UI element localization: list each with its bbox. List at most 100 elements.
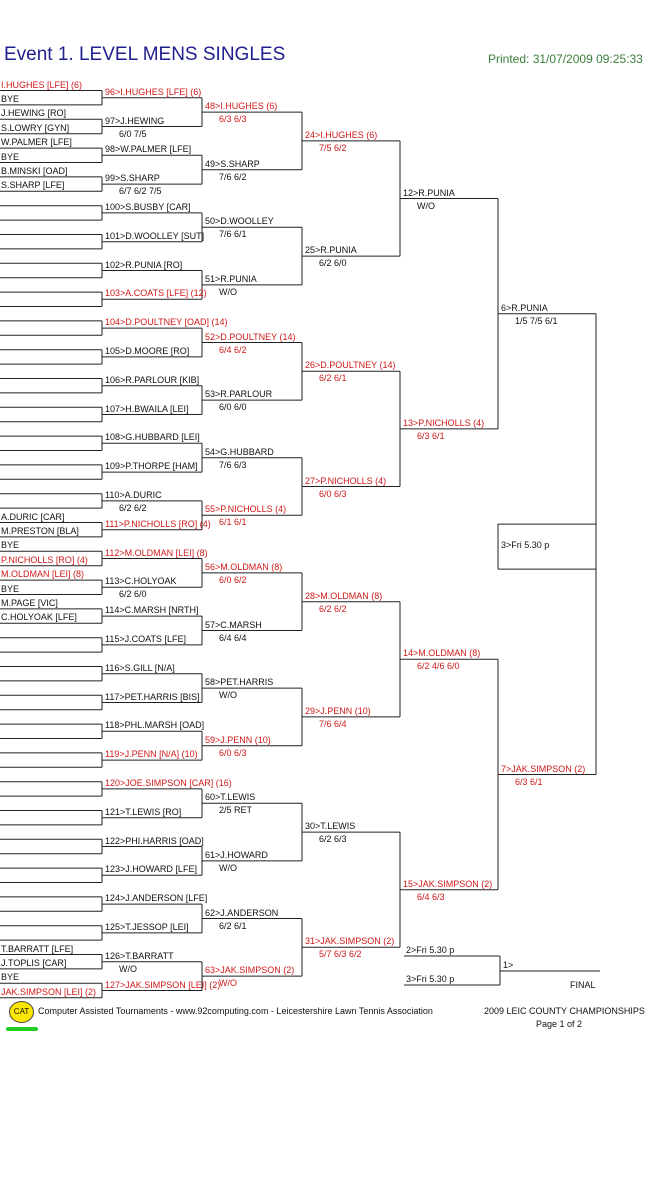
match-winner: 13>P.NICHOLLS (4) <box>403 417 485 428</box>
match-winner: 125>T.JESSOP [LEI] <box>105 921 189 932</box>
match-winner: 105>D.MOORE [RO] <box>105 345 190 356</box>
draw-entry: M.PAGE [VIC] <box>1 597 58 608</box>
draw-entry: J.HEWING [RO] <box>1 108 66 119</box>
draw-entry: BYE <box>1 93 20 104</box>
match-winner: 123>J.HOWARD [LFE] <box>105 864 197 875</box>
match-winner: 120>JOE.SIMPSON [CAR] (16) <box>105 777 232 788</box>
match-winner: 6>R.PUNIA <box>501 302 548 313</box>
match-winner: 113>C.HOLYOAK <box>105 576 177 587</box>
match-winner: 60>T.LEWIS <box>205 792 256 803</box>
match-winner: 49>S.SHARP <box>205 158 260 169</box>
match-winner: 101>D.WOOLLEY [SUT] <box>105 230 205 241</box>
match-winner: 30>T.LEWIS <box>305 821 356 832</box>
match-winner: 55>P.NICHOLLS (4) <box>205 504 287 515</box>
match-winner: 110>A.DURIC <box>105 489 162 500</box>
draw-entry: W.PALMER [LFE] <box>1 137 72 148</box>
match-winner: 26>D.POULTNEY (14) <box>305 360 396 371</box>
match-winner: 54>G.HUBBARD <box>205 446 274 457</box>
draw-entry: J.TOPLIS [CAR] <box>1 957 67 968</box>
match-score: 7/5 6/2 <box>319 142 347 153</box>
match-winner: 24>I.HUGHES (6) <box>305 129 378 140</box>
match-score: 6/2 6/1 <box>219 920 247 931</box>
match-winner: 109>P.THORPE [HAM] <box>105 461 198 472</box>
draw-entry: P.NICHOLLS [RO] (4) <box>1 554 88 565</box>
match-winner: 62>J.ANDERSON <box>205 907 279 918</box>
match-score: 6/2 6/0 <box>319 258 347 269</box>
match-score: 6/0 7/5 <box>119 128 147 139</box>
draw-entry: BYE <box>1 540 20 551</box>
match-winner: 12>R.PUNIA <box>403 187 455 198</box>
match-score: 6/2 6/2 <box>319 603 347 614</box>
match-winner: 61>J.HOWARD <box>205 849 268 860</box>
match-winner: 106>R.PARLOUR [KIB] <box>105 374 200 385</box>
draw-entry: A.DURIC [CAR] <box>1 511 65 522</box>
match-winner: 126>T.BARRATT <box>105 950 174 961</box>
match-winner: 50>D.WOOLLEY <box>205 216 274 227</box>
match-winner: 124>J.ANDERSON [LFE] <box>105 893 208 904</box>
match-winner: 98>W.PALMER [LFE] <box>105 144 192 155</box>
cat-logo-icon: CAT <box>9 1001 34 1023</box>
draw-entry: BYE <box>1 972 20 983</box>
match-score: 6/4 6/4 <box>219 632 247 643</box>
match-winner: 29>J.PENN (10) <box>305 705 371 716</box>
match-winner: 52>D.POULTNEY (14) <box>205 331 296 342</box>
match-score: 7/6 6/4 <box>319 718 347 729</box>
match-score: 6/0 6/0 <box>219 402 247 413</box>
draw-entry: JAK.SIMPSON [LEI] (2) <box>1 986 97 997</box>
match-winner: 28>M.OLDMAN (8) <box>305 590 383 601</box>
page-title: Event 1. LEVEL MENS SINGLES <box>4 44 286 65</box>
match-winner: 119>J.PENN [N/A] (10) <box>105 749 198 760</box>
match-score: W/O <box>119 963 137 974</box>
match-score: 6/4 6/2 <box>219 344 247 355</box>
match-winner: 104>D.POULTNEY [OAD] (14) <box>105 317 228 328</box>
match-winner: 116>S.GILL [N/A] <box>105 662 175 673</box>
draw-entry: BYE <box>1 583 20 594</box>
final-winner: 1> <box>503 960 514 970</box>
footer-page-number: Page 1 of 2 <box>536 1019 583 1029</box>
match-winner: 111>P.NICHOLLS [RO] (4) <box>105 518 211 529</box>
match-winner: 7>JAK.SIMPSON (2) <box>501 763 586 774</box>
match-score: 6/3 6/3 <box>219 114 247 125</box>
match-score: 6/0 6/3 <box>319 488 347 499</box>
match-score: W/O <box>219 862 237 873</box>
match-winner: 118>PHL.MARSH [OAD] <box>105 720 205 731</box>
match-score: 5/7 6/3 6/2 <box>319 949 362 960</box>
match-score: 6/7 6/2 7/5 <box>119 186 162 197</box>
draw-entry: T.BARRATT [LFE] <box>1 943 74 954</box>
draw-entry: BYE <box>1 151 20 162</box>
match-score: 6/0 6/2 <box>219 574 247 585</box>
match-winner: 121>T.LEWIS [RO] <box>105 806 182 817</box>
match-score: 2/5 RET <box>219 805 253 816</box>
footer-credit: Computer Assisted Tournaments - www.92co… <box>38 1006 433 1016</box>
match-winner: 112>M.OLDMAN [LEI] (8) <box>105 547 208 558</box>
match-winner: 58>PET.HARRIS <box>205 677 274 688</box>
match-score: 6/2 6/3 <box>319 834 347 845</box>
draw-entry: M.OLDMAN [LEI] (8) <box>1 569 85 580</box>
match-score: 6/0 6/3 <box>219 747 247 758</box>
match-winner: 114>C.MARSH [NRTH] <box>105 605 199 616</box>
printed-timestamp: Printed: 31/07/2009 09:25:33 <box>488 52 643 66</box>
match-score: W/O <box>219 978 237 989</box>
match-score: 7/6 6/3 <box>219 459 247 470</box>
match-winner: 63>JAK.SIMPSON (2) <box>205 965 295 976</box>
match-winner: 31>JAK.SIMPSON (2) <box>305 936 395 947</box>
match-score: 6/3 6/1 <box>417 430 445 441</box>
match-score: 7/6 6/1 <box>219 229 247 240</box>
draw-entry: M.PRESTON [BLA] <box>1 525 79 536</box>
match-winner: 127>JAK.SIMPSON [LEI] (2) <box>105 979 221 990</box>
match-winner: 107>H.BWAILA [LEI] <box>105 403 189 414</box>
match-winner: 15>JAK.SIMPSON (2) <box>403 878 493 889</box>
match-winner: 57>C.MARSH <box>205 619 262 630</box>
match-score: 6/4 6/3 <box>417 891 445 902</box>
match-score: 1/5 7/5 6/1 <box>515 315 558 326</box>
match-score: 6/3 6/1 <box>515 776 543 787</box>
match-score: 6/1 6/1 <box>219 517 247 528</box>
final-slot-bottom: 3>Fri 5.30 p <box>406 974 455 984</box>
semifinal-note: 3>Fri 5.30 p <box>501 540 550 551</box>
match-score: W/O <box>219 690 237 701</box>
match-winner: 108>G.HUBBARD [LEI] <box>105 432 200 443</box>
draw-entry: C.HOLYOAK [LFE] <box>1 612 77 623</box>
match-winner: 56>M.OLDMAN (8) <box>205 561 283 572</box>
match-score: 6/2 6/1 <box>319 373 347 384</box>
